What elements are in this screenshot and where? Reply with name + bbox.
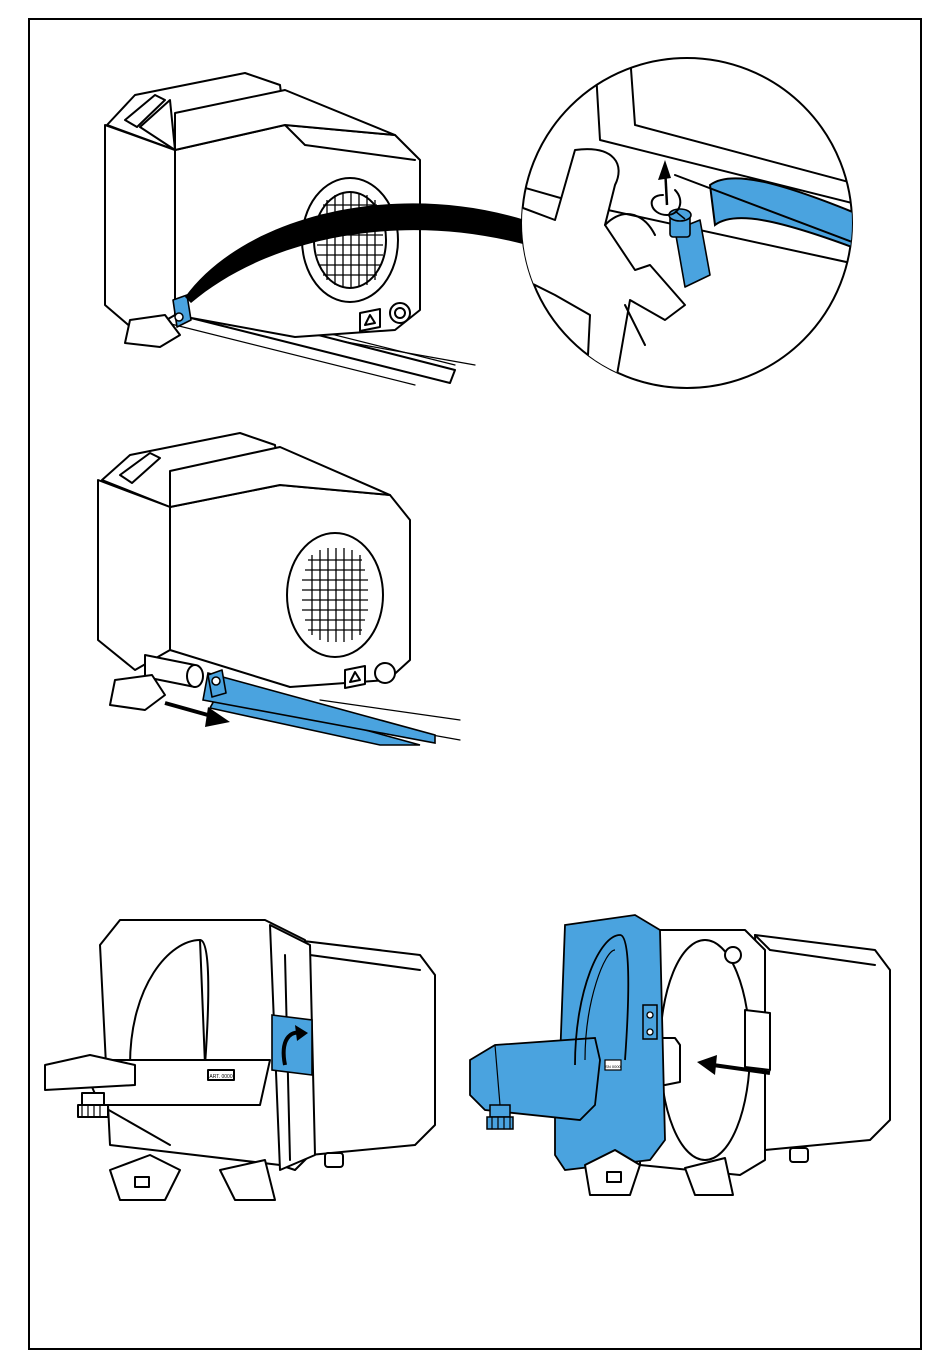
label-plate-left: ART. 0000 bbox=[209, 1074, 232, 1080]
step-1-detail-magnifier bbox=[515, 55, 860, 395]
step-1-illustration bbox=[95, 65, 475, 385]
step-2-illustration bbox=[90, 425, 470, 745]
cover-blue: SN 0000 bbox=[470, 915, 665, 1170]
step-3-illustration: ART. 0000 bbox=[40, 915, 440, 1215]
label-plate-right: SN 0000 bbox=[605, 1064, 621, 1069]
step-4-illustration: SN 0000 bbox=[465, 910, 905, 1210]
flip-arrow-panel bbox=[272, 1015, 312, 1075]
